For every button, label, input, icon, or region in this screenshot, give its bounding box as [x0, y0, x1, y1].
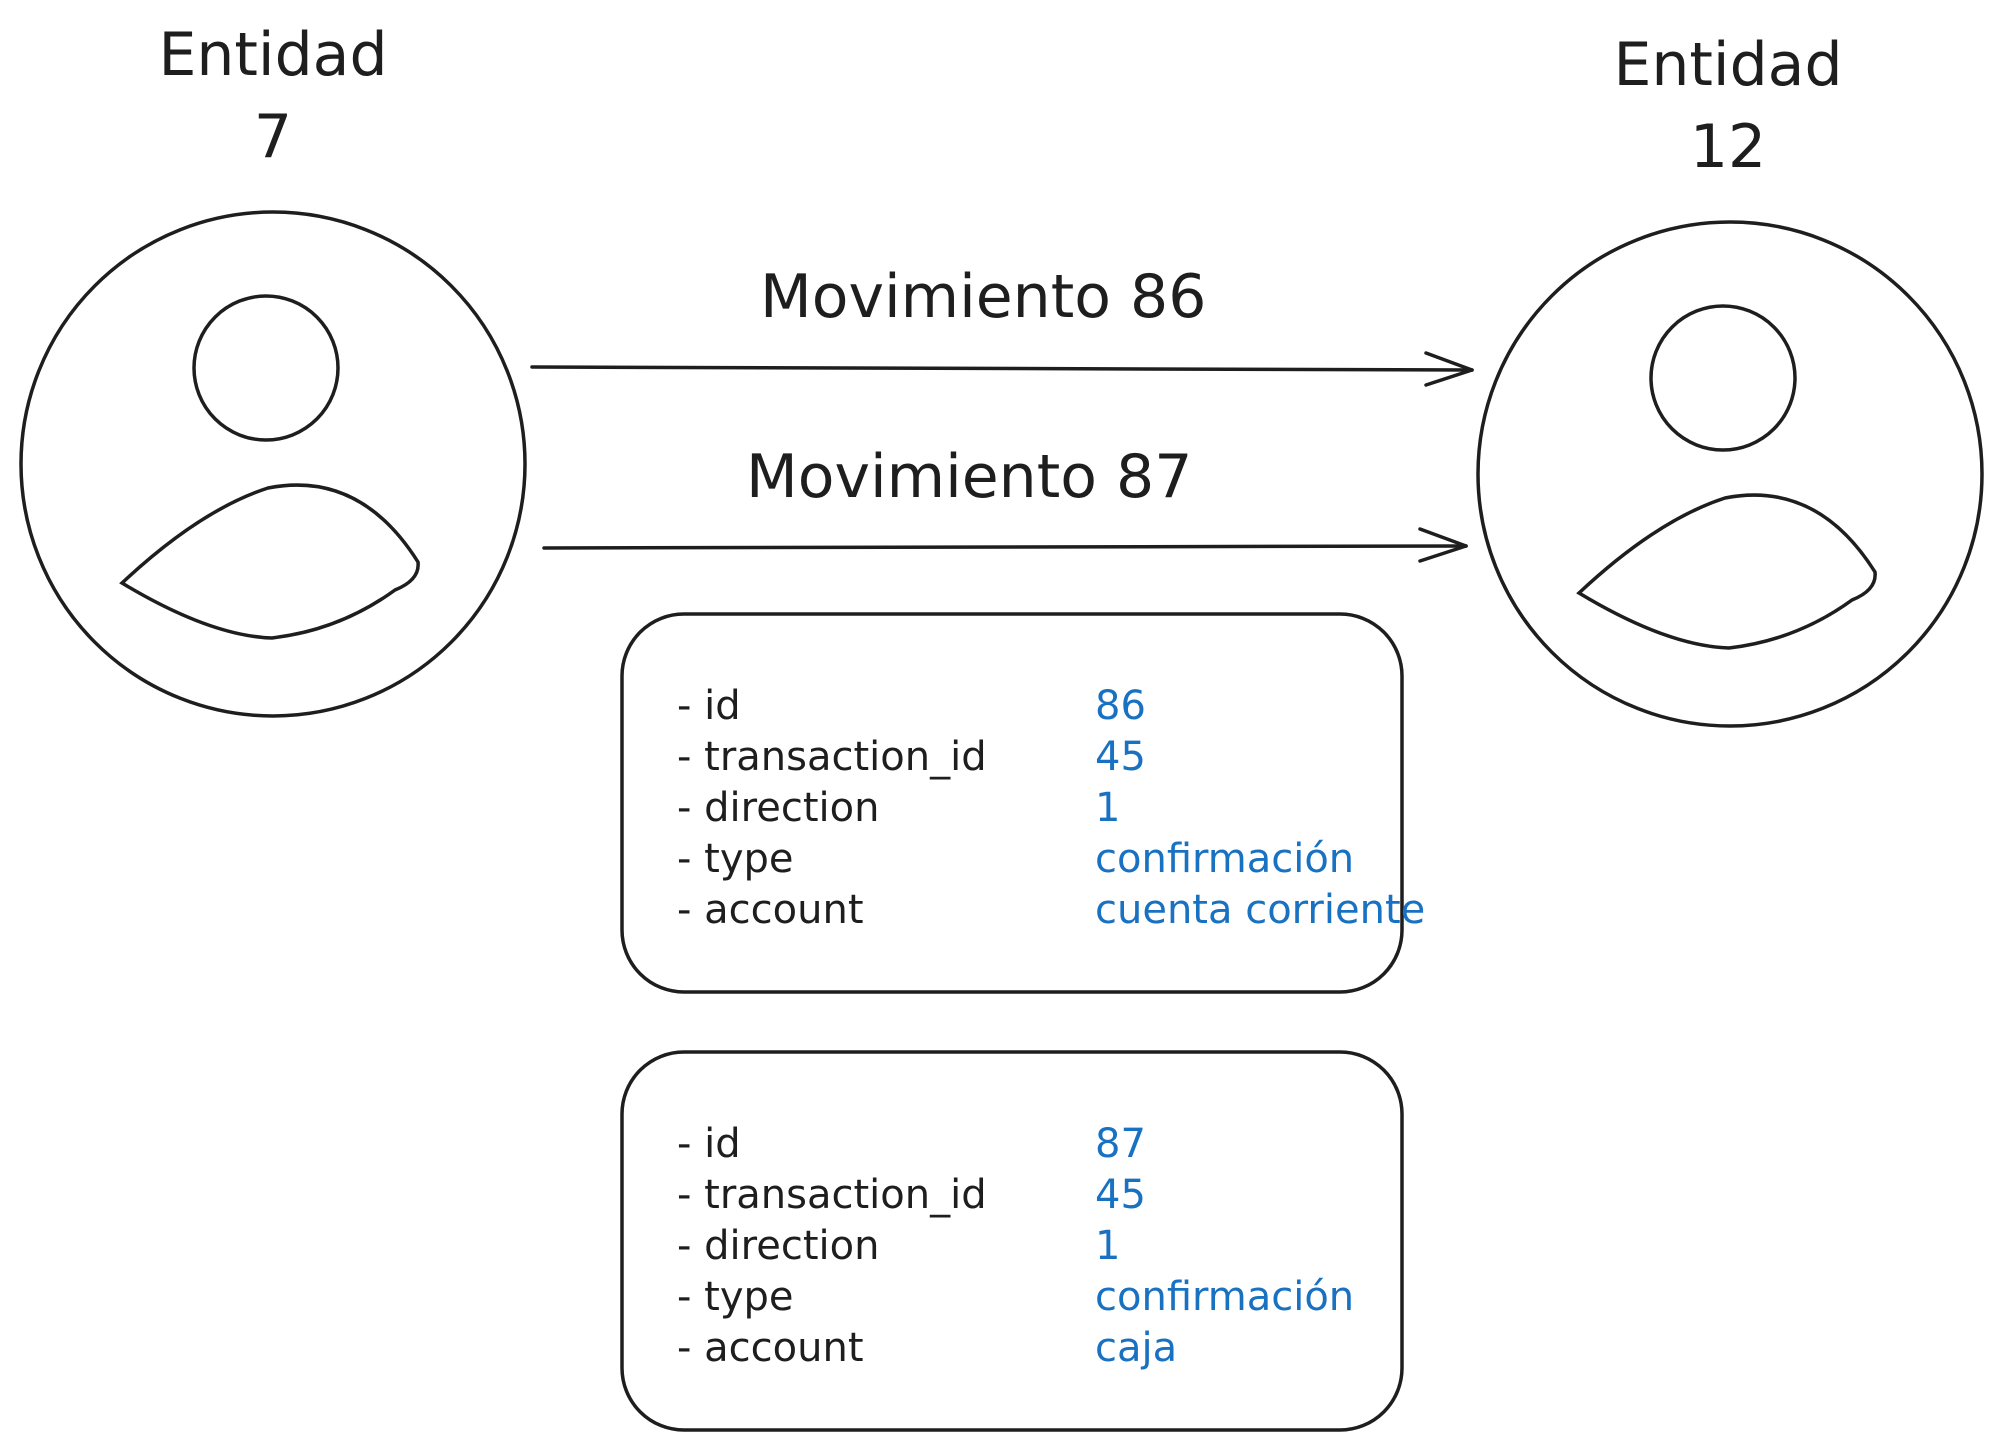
field-value: 87: [1095, 1121, 1146, 1167]
arrow-87-arrow-right-icon: [542, 527, 1468, 563]
entity-7-avatar-icon: [19, 210, 527, 718]
field-value: 45: [1095, 1172, 1146, 1218]
card-86-border: [620, 612, 1404, 994]
field-key: - direction: [677, 785, 880, 831]
arrow-86-arrow-right-icon: [530, 351, 1474, 387]
entity-12-head: [1649, 304, 1797, 452]
entity-12-outer-circle: [1476, 220, 1984, 728]
entity-7-body: [119, 483, 420, 640]
entity-12-body: [1576, 493, 1877, 650]
entity-12-title: Entidad 12: [1578, 24, 1878, 188]
field-key: - type: [677, 1274, 794, 1320]
field-key: - transaction_id: [677, 1172, 987, 1218]
card-87-border: [620, 1050, 1404, 1432]
entity-7-title-line2: 7: [253, 102, 293, 172]
movement-87-card: - id 87 - transaction_id 45 - direction …: [622, 1052, 1400, 1430]
field-value: 86: [1095, 683, 1146, 729]
arrow-87-label: Movimiento 87: [746, 442, 1193, 512]
field-value: confirmación: [1095, 1274, 1355, 1320]
movement-86-card: - id 86 - transaction_id 45 - direction …: [622, 614, 1425, 992]
entity-7-head: [192, 294, 340, 442]
entity-12-avatar-icon: [1476, 220, 1984, 728]
field-key: - direction: [677, 1223, 880, 1269]
field-value: 45: [1095, 734, 1146, 780]
field-key: - transaction_id: [677, 734, 987, 780]
field-key: - id: [677, 683, 741, 729]
entity-7-title-line1: Entidad: [158, 20, 388, 90]
arrow-86-label: Movimiento 86: [760, 262, 1207, 332]
field-key: - account: [677, 1325, 864, 1371]
field-value: confirmación: [1095, 836, 1355, 882]
field-key: - account: [677, 887, 864, 933]
field-value: 1: [1095, 1223, 1121, 1269]
entity-7-title: Entidad 7: [123, 14, 423, 178]
entity-12-title-line1: Entidad: [1613, 30, 1843, 100]
field-value: cuenta corriente: [1095, 887, 1426, 933]
entity-7-outer-circle: [19, 210, 527, 718]
field-key: - type: [677, 836, 794, 882]
field-value: 1: [1095, 785, 1121, 831]
entity-12-title-line2: 12: [1689, 112, 1767, 182]
field-value: caja: [1095, 1325, 1178, 1371]
field-key: - id: [677, 1121, 741, 1167]
